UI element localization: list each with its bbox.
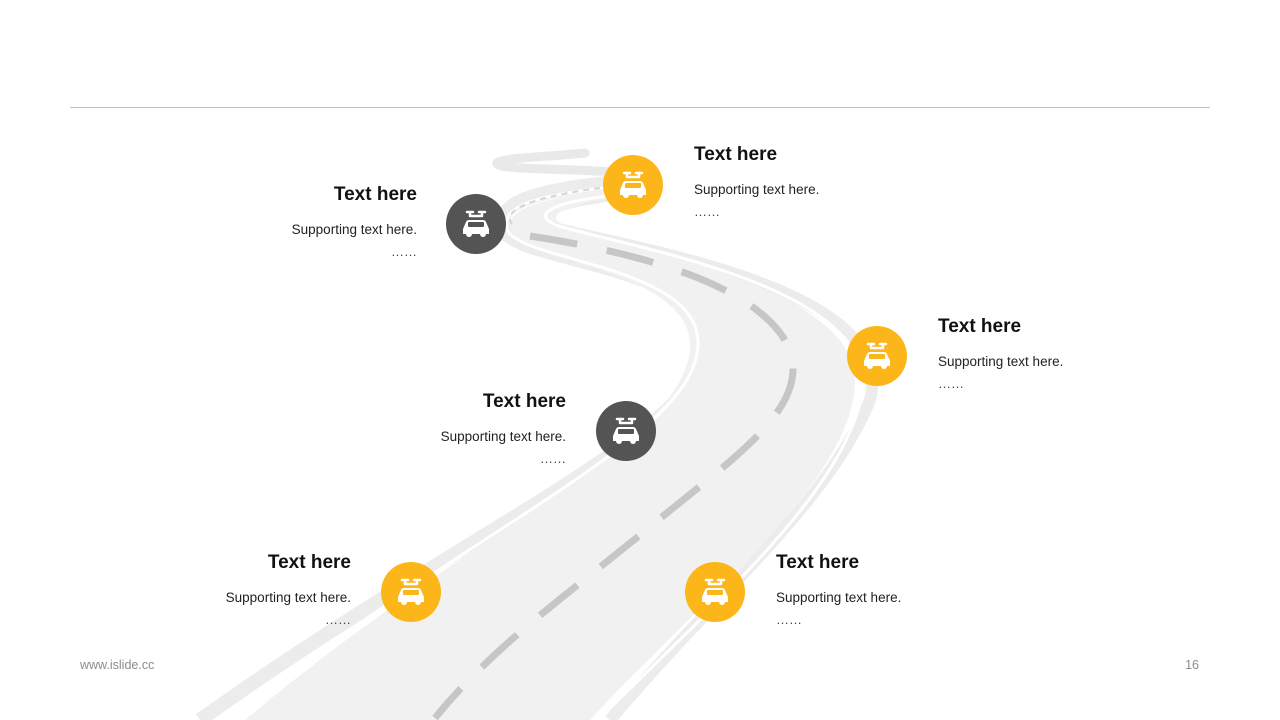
milestone-subtitle: Supporting text here.	[291, 222, 417, 237]
milestone-marker-5	[381, 562, 441, 622]
milestone-label-4: Text here Supporting text here. ……	[326, 391, 566, 465]
milestone-ellipsis: ……	[391, 244, 417, 259]
milestone-marker-1	[446, 194, 506, 254]
milestone-label-3: Text here Supporting text here. ……	[938, 316, 1178, 390]
milestone-label-2: Text here Supporting text here. ……	[694, 144, 934, 218]
milestone-title: Text here	[333, 184, 417, 205]
milestone-marker-2	[603, 155, 663, 215]
milestone-label-6: Text here Supporting text here. ……	[776, 552, 1016, 626]
milestone-subtitle: Supporting text here.	[225, 590, 351, 605]
milestone-title: Text here	[776, 552, 860, 573]
milestone-marker-3	[847, 326, 907, 386]
milestone-marker-6	[685, 562, 745, 622]
car-repair-icon	[620, 171, 646, 198]
milestone-ellipsis: ……	[540, 451, 566, 466]
milestone-subtitle: Supporting text here.	[694, 182, 820, 197]
milestone-ellipsis: ……	[938, 376, 964, 391]
road-edge-right	[544, 191, 865, 720]
milestone-subtitle: Supporting text here.	[776, 590, 902, 605]
car-repair-icon	[398, 578, 424, 605]
milestone-ellipsis: ……	[776, 612, 802, 627]
page-number: 16	[1185, 658, 1199, 672]
milestone-title: Text here	[694, 144, 778, 165]
milestone-label-5: Text here Supporting text here. ……	[111, 552, 351, 626]
milestone-subtitle: Supporting text here.	[440, 429, 566, 444]
car-repair-icon	[702, 578, 728, 605]
car-repair-icon	[864, 342, 890, 369]
header-divider	[70, 107, 1210, 108]
milestone-ellipsis: ……	[325, 612, 351, 627]
milestone-title: Text here	[938, 316, 1022, 337]
car-repair-icon	[613, 417, 639, 444]
milestone-marker-4	[596, 401, 656, 461]
milestone-label-1: Text here Supporting text here. ……	[177, 184, 417, 258]
milestone-title: Text here	[482, 391, 566, 412]
milestone-title: Text here	[267, 552, 351, 573]
milestone-ellipsis: ……	[694, 204, 720, 219]
milestone-subtitle: Supporting text here.	[938, 354, 1064, 369]
car-repair-icon	[463, 210, 489, 237]
footer-website: www.islide.cc	[80, 658, 155, 672]
road-tail	[492, 148, 615, 177]
